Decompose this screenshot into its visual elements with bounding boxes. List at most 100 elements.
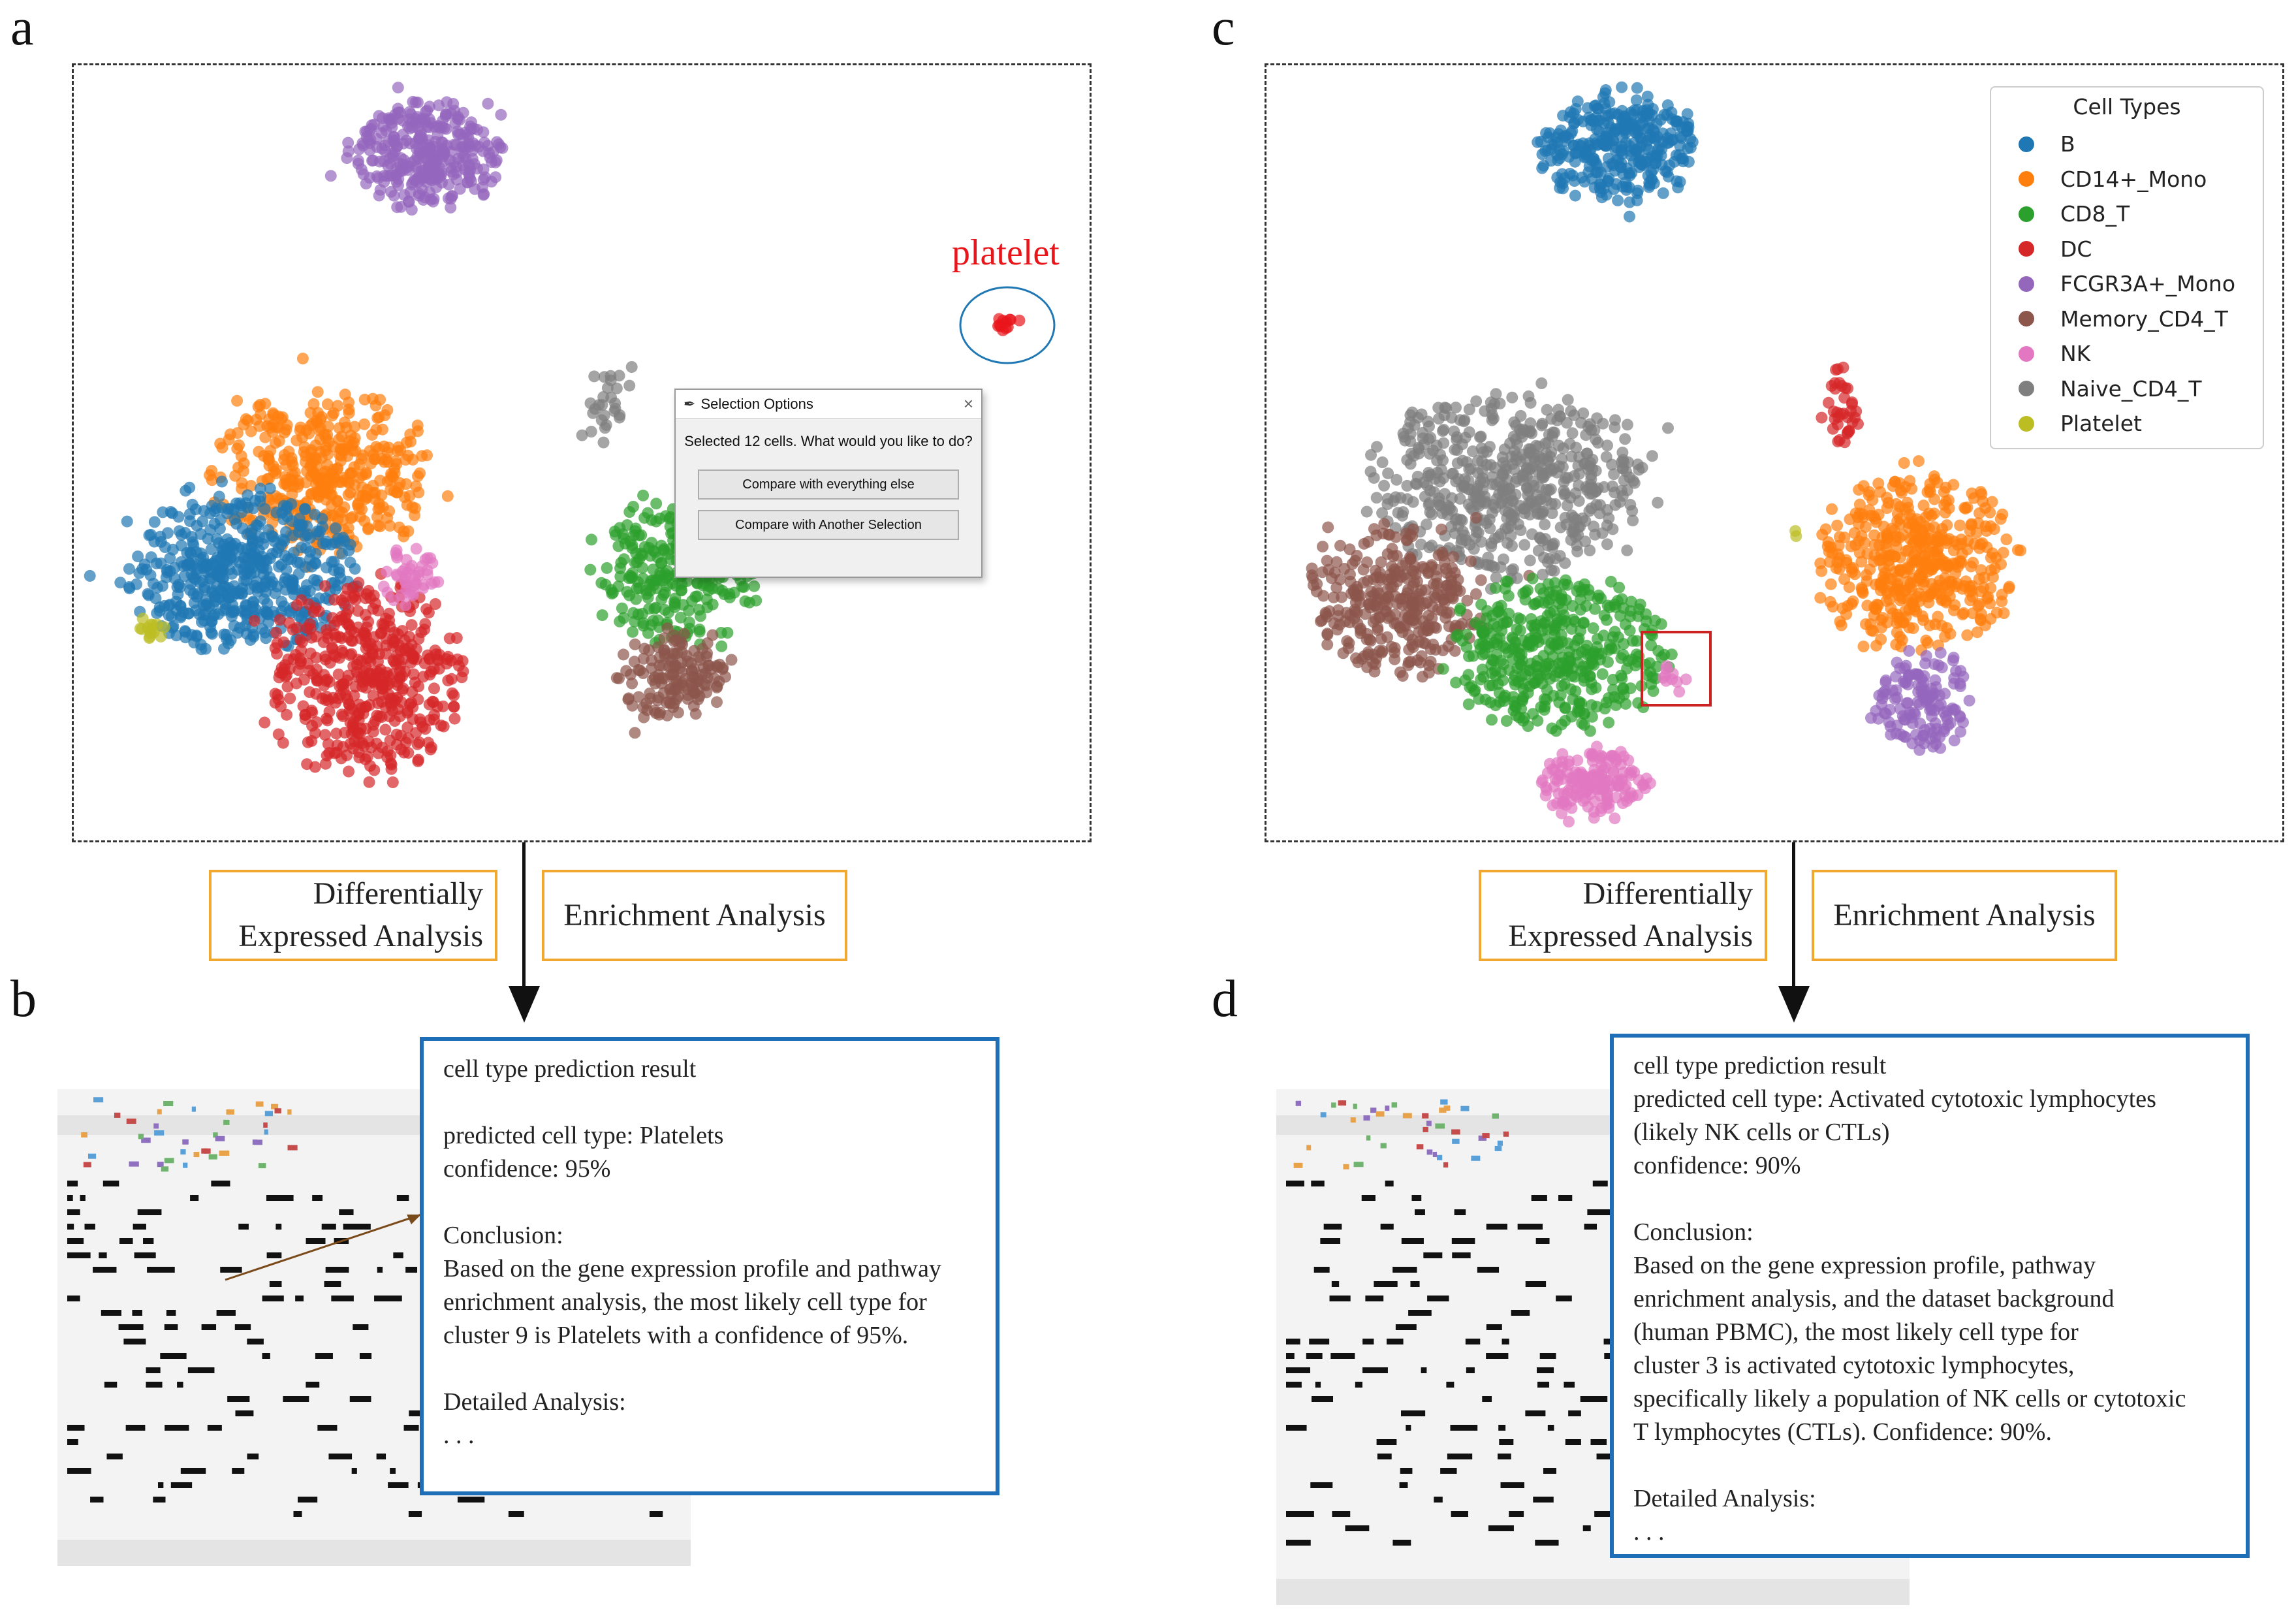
cell-point <box>390 739 403 751</box>
cell-point <box>121 515 133 528</box>
cell-point <box>248 614 260 627</box>
cell-point <box>245 480 257 492</box>
cell-point <box>705 663 717 675</box>
cell-point <box>424 552 437 564</box>
cell-point <box>342 136 354 149</box>
cell-point <box>289 466 301 479</box>
cell-point <box>403 490 416 502</box>
cell-point <box>364 445 376 457</box>
cell-point <box>637 607 648 620</box>
conclusion-line-b-2: cluster 9 is Platelets with a confidence… <box>443 1322 909 1349</box>
cell-point <box>669 660 682 673</box>
cell-point <box>695 610 706 622</box>
cell-point <box>422 134 435 146</box>
cell-point <box>261 597 274 610</box>
conclusion-line-b-0: Based on the gene expression profile and… <box>443 1255 941 1282</box>
cell-point <box>446 687 458 699</box>
cell-point <box>390 547 402 559</box>
cell-point <box>362 735 375 748</box>
cell-point <box>388 635 401 648</box>
cell-point <box>395 729 407 742</box>
cell-point <box>267 531 279 543</box>
cell-point <box>150 557 163 569</box>
cell-point <box>201 566 213 579</box>
cell-point <box>123 563 135 575</box>
cell-point <box>343 477 355 489</box>
cell-point <box>206 474 218 486</box>
cell-point <box>330 650 342 663</box>
lasso-selection-outline[interactable] <box>959 286 1056 364</box>
cell-point <box>223 591 235 603</box>
cell-point <box>230 518 243 530</box>
cell-point <box>428 576 441 588</box>
cell-point <box>174 611 187 624</box>
cluster-nk[interactable] <box>377 543 445 611</box>
cluster-naive-cd4-t[interactable] <box>576 361 638 449</box>
cell-point <box>234 622 246 634</box>
cell-point <box>259 503 271 515</box>
text-fragment <box>1414 1209 1425 1215</box>
cell-point <box>637 572 649 584</box>
cell-point <box>644 584 656 597</box>
cell-point <box>482 97 494 110</box>
cell-point <box>262 450 275 462</box>
cell-point <box>626 699 638 712</box>
panel-label-d: d <box>1212 970 1238 1028</box>
panel-label-a: a <box>10 0 34 56</box>
cell-point <box>311 386 324 398</box>
text-fragment <box>1531 1195 1547 1201</box>
cell-point <box>627 626 638 638</box>
cell-point <box>123 582 136 595</box>
cell-point <box>332 668 345 680</box>
cell-point <box>442 650 454 663</box>
cell-point <box>379 648 392 660</box>
cell-point <box>310 652 322 664</box>
cell-point <box>417 151 429 164</box>
cluster-platelet[interactable] <box>134 612 170 644</box>
cell-point <box>638 541 651 553</box>
cell-point <box>609 397 621 409</box>
cell-point <box>309 509 321 520</box>
cell-point <box>401 705 414 717</box>
cell-point <box>240 413 252 425</box>
cluster-fcgr3a-mono[interactable] <box>324 82 509 216</box>
cell-point <box>425 741 437 754</box>
cell-point <box>372 519 385 532</box>
cell-point <box>384 520 396 532</box>
cell-point <box>302 736 314 748</box>
cell-point <box>343 404 355 416</box>
cell-point <box>181 547 193 559</box>
cell-point <box>379 724 392 736</box>
cell-point <box>652 614 664 627</box>
cluster-memory-cd4-t[interactable] <box>610 622 738 739</box>
cell-point <box>179 527 191 539</box>
cell-point <box>381 565 393 578</box>
cell-point <box>352 157 364 170</box>
cell-point <box>457 106 469 119</box>
cell-point <box>628 656 640 668</box>
cell-point <box>457 159 469 171</box>
cell-point <box>661 622 674 635</box>
cell-point <box>593 399 605 411</box>
cell-point <box>231 564 244 576</box>
cell-point <box>748 580 761 592</box>
cell-point <box>294 633 306 646</box>
cell-point <box>450 632 463 644</box>
cell-point <box>640 697 652 710</box>
cell-point <box>388 462 401 475</box>
cell-point <box>490 171 502 183</box>
cluster-selected-platelet[interactable] <box>992 313 1026 336</box>
cell-point <box>410 480 422 492</box>
cell-point <box>180 559 193 571</box>
result-heading-b: cell type prediction result <box>443 1055 697 1083</box>
cell-point <box>330 727 343 740</box>
cell-point <box>623 379 636 392</box>
cell-point <box>353 502 365 514</box>
cell-point <box>339 389 351 401</box>
cell-point <box>443 178 455 191</box>
cell-point <box>354 727 366 740</box>
cell-point <box>373 501 386 514</box>
cell-point <box>324 170 337 182</box>
cluster-dc[interactable] <box>248 567 469 788</box>
cell-point <box>235 506 247 518</box>
